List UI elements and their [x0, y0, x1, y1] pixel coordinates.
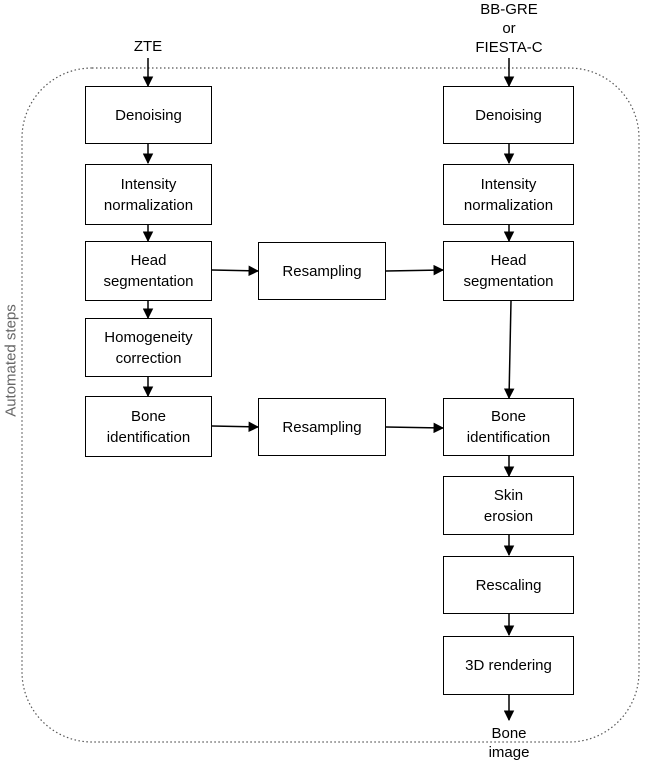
rescaling-node: Rescaling	[443, 556, 574, 614]
arrow-resampling-to-right-segmentation	[385, 264, 445, 276]
output-bone-image-label: Bone image	[488, 725, 530, 761]
left-intensity-normalization-node: Intensity normalization	[85, 164, 212, 225]
right-head-segmentation-node: Head segmentation	[443, 241, 574, 301]
left-bone-identification-node: Bone identification	[85, 396, 212, 457]
automated-steps-label: Automated steps	[2, 304, 20, 417]
skin-erosion-node: Skin erosion	[443, 476, 574, 535]
3d-rendering-node: 3D rendering	[443, 636, 574, 695]
input-zte-label: ZTE	[133, 38, 163, 55]
input-secondary-label: BB-GRE or FIESTA-C	[475, 1, 543, 56]
arrow-right-segmentation-to-bone	[503, 300, 515, 400]
arrow-resampling-to-right-bone	[385, 422, 445, 434]
arrow-left-segmentation-to-resampling	[211, 265, 260, 277]
right-denoising-node: Denoising	[443, 86, 574, 144]
left-denoising-node: Denoising	[85, 86, 212, 144]
left-head-segmentation-node: Head segmentation	[85, 241, 212, 301]
resampling-node-2: Resampling	[258, 398, 386, 456]
homogeneity-correction-node: Homogeneity correction	[85, 318, 212, 377]
right-intensity-normalization-node: Intensity normalization	[443, 164, 574, 225]
automated-steps-frame	[21, 67, 640, 743]
resampling-node-1: Resampling	[258, 242, 386, 300]
right-bone-identification-node: Bone identification	[443, 398, 574, 456]
arrow-left-bone-to-resampling	[211, 421, 260, 433]
